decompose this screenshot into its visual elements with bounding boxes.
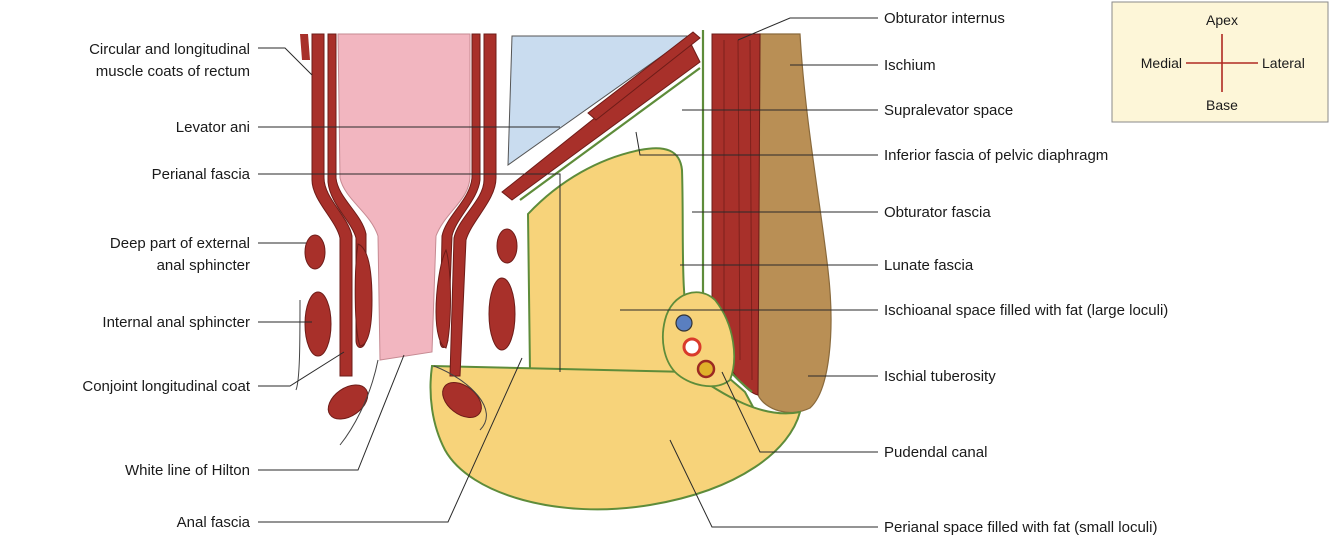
ischium-bone bbox=[758, 34, 831, 412]
internal-sphincter-right bbox=[436, 250, 451, 348]
label-perianal-fascia: Perianal fascia bbox=[152, 166, 251, 183]
label-inferior-fascia: Inferior fascia of pelvic diaphragm bbox=[884, 147, 1108, 164]
label-deep-external-1: Deep part of external bbox=[110, 235, 250, 252]
internal-sphincter-left bbox=[355, 244, 372, 346]
label-ischioanal-space: Ischioanal space filled with fat (large … bbox=[884, 302, 1168, 319]
label-obturator-fascia: Obturator fascia bbox=[884, 204, 991, 221]
orientation-medial: Medial bbox=[1141, 55, 1182, 71]
orientation-base: Base bbox=[1206, 97, 1238, 113]
orientation-key: Apex Medial Lateral Base bbox=[1112, 2, 1328, 122]
external-sphincter-subcutaneous-left bbox=[322, 378, 374, 426]
label-anal-fascia: Anal fascia bbox=[177, 514, 251, 531]
label-levator-ani: Levator ani bbox=[176, 119, 250, 136]
label-perianal-space: Perianal space filled with fat (small lo… bbox=[884, 519, 1157, 536]
pudendal-vein bbox=[676, 315, 692, 331]
label-white-line-hilton: White line of Hilton bbox=[125, 462, 250, 479]
orientation-lateral: Lateral bbox=[1262, 55, 1305, 71]
external-sphincter-superficial-left bbox=[305, 292, 331, 356]
label-lunate-fascia: Lunate fascia bbox=[884, 257, 974, 274]
label-pudendal-canal: Pudendal canal bbox=[884, 444, 987, 461]
label-internal-anal-sphincter: Internal anal sphincter bbox=[102, 314, 250, 331]
pudendal-artery bbox=[684, 339, 700, 355]
label-conjoint-longitudinal-coat: Conjoint longitudinal coat bbox=[82, 378, 250, 395]
external-sphincter-deep-right bbox=[497, 229, 517, 263]
label-circular-longitudinal-1: Circular and longitudinal bbox=[89, 41, 250, 58]
pudendal-nerve bbox=[698, 361, 714, 377]
label-deep-external-2: anal sphincter bbox=[157, 257, 250, 274]
external-sphincter-superficial-right bbox=[489, 278, 515, 350]
label-ischium: Ischium bbox=[884, 57, 936, 74]
label-circular-longitudinal-2: muscle coats of rectum bbox=[96, 63, 250, 80]
label-supralevator-space: Supralevator space bbox=[884, 102, 1013, 119]
label-obturator-internus: Obturator internus bbox=[884, 10, 1005, 27]
label-ischial-tuberosity: Ischial tuberosity bbox=[884, 368, 996, 385]
levator-ani-left bbox=[300, 34, 310, 60]
orientation-apex: Apex bbox=[1206, 12, 1238, 28]
external-sphincter-deep-left bbox=[305, 235, 325, 269]
